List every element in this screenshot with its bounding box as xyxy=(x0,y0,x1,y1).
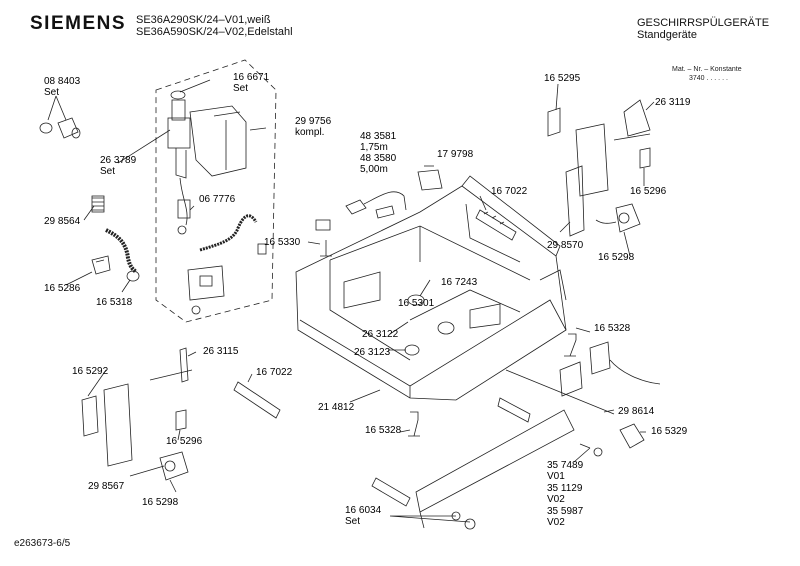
part-088403-note: Set xyxy=(44,87,60,98)
cable-harness-icon xyxy=(505,341,661,415)
base-frame-icon xyxy=(295,175,567,401)
part-165328-lower-label: 16 5328 xyxy=(365,425,402,436)
part-355987-note: V02 xyxy=(547,517,565,528)
part-483581-note: 1,75m xyxy=(360,142,388,153)
part-483581-label: 48 3581 xyxy=(360,131,397,142)
pressure-hose-icon xyxy=(199,214,267,255)
foot-screw-icon xyxy=(564,333,577,357)
guide-rail-icon xyxy=(371,477,411,507)
part-298614-label: 29 8614 xyxy=(618,406,655,417)
part-165318-label: 16 5318 xyxy=(96,297,133,308)
door-lock-icon xyxy=(159,451,189,481)
guide-rail-icon xyxy=(475,209,517,241)
model-line-2: SE36A590SK/24–V02,Edelstahl xyxy=(136,26,293,38)
part-355987-label: 35 5987 xyxy=(547,506,584,517)
door-lock-icon xyxy=(595,203,641,233)
part-165329-label: 16 5329 xyxy=(651,426,688,437)
power-cable-icon xyxy=(345,191,407,219)
part-166671-label: 16 6671 xyxy=(233,72,270,83)
valve-assembly-boundary xyxy=(155,59,277,323)
part-179798-label: 17 9798 xyxy=(437,149,474,160)
part-483580-note: 5,00m xyxy=(360,164,388,175)
part-165328-right-label: 16 5328 xyxy=(594,323,631,334)
part-166034-label: 16 6034 xyxy=(345,505,382,516)
part-483580-label: 48 3580 xyxy=(360,153,397,164)
part-166671-note: Set xyxy=(233,83,249,94)
drawing-id: e263673-6/5 xyxy=(14,538,71,549)
category-line-2: Standgeräte xyxy=(637,29,697,41)
part-166034-note: Set xyxy=(345,516,361,527)
mat-nr-value: 3740 . . . . . . xyxy=(689,75,728,82)
part-165298-top-label: 16 5298 xyxy=(598,252,635,263)
part-357489-note: V01 xyxy=(547,471,565,482)
part-263123-label: 26 3123 xyxy=(354,347,391,358)
part-165301-label: 16 5301 xyxy=(398,298,435,309)
part-263119-label: 26 3119 xyxy=(655,97,691,108)
part-298570-label: 29 8570 xyxy=(547,240,584,251)
cap-icon xyxy=(619,423,645,449)
side-bracket-icon xyxy=(547,99,651,237)
foot-screw-icon xyxy=(315,219,332,257)
part-165292-label: 16 5292 xyxy=(72,366,109,377)
plinth-panel-icon xyxy=(415,397,575,529)
screw-icon xyxy=(579,443,591,449)
part-263115-label: 26 3115 xyxy=(203,346,239,357)
drain-hose-icon xyxy=(105,228,140,282)
left-bracket-icon xyxy=(81,347,193,467)
interference-filter-icon xyxy=(417,165,443,191)
part-165286-label: 16 5286 xyxy=(44,283,81,294)
part-167243-label: 16 7243 xyxy=(441,277,478,288)
part-357489-label: 35 7489 xyxy=(547,460,584,471)
part-167022-lower-label: 16 7022 xyxy=(256,367,293,378)
category-line-1: GESCHIRRSPÜLGERÄTE xyxy=(637,17,770,29)
part-263789-note: Set xyxy=(100,166,116,177)
guide-rail-icon xyxy=(233,381,281,419)
part-299756-label: 29 9756 xyxy=(295,116,332,127)
part-298567-label: 29 8567 xyxy=(88,481,125,492)
part-298564-label: 29 8564 xyxy=(44,216,81,227)
part-351129-label: 35 1129 xyxy=(547,483,583,494)
foot-screw-icon xyxy=(408,411,420,437)
part-165330-label: 16 5330 xyxy=(264,237,301,248)
part-299756-note: kompl. xyxy=(295,127,325,138)
part-263122-label: 26 3122 xyxy=(362,329,399,340)
part-165295-label: 16 5295 xyxy=(544,73,581,84)
part-167022-top-label: 16 7022 xyxy=(491,186,528,197)
mat-nr-header: Mat. – Nr. – Konstante xyxy=(672,66,742,73)
spring-icon xyxy=(91,195,105,213)
part-067776-label: 06 7776 xyxy=(199,194,236,205)
part-165296-lower-label: 16 5296 xyxy=(166,436,203,447)
connector-box-icon xyxy=(187,265,225,315)
part-165296-top-label: 16 5296 xyxy=(630,186,667,197)
part-214812-label: 21 4812 xyxy=(318,402,355,413)
cap-icon xyxy=(464,518,476,530)
part-165298-lower-label: 16 5298 xyxy=(142,497,179,508)
part-263789-label: 26 3789 xyxy=(100,155,137,166)
hose-clamp-icon xyxy=(39,117,81,139)
inlet-valve-icon xyxy=(167,90,247,235)
part-351129-note: V02 xyxy=(547,494,565,505)
brand-logo: SIEMENS xyxy=(30,13,127,34)
bracket-icon xyxy=(91,255,111,275)
cap-icon xyxy=(593,447,603,457)
model-line-1: SE36A290SK/24–V01,weiß xyxy=(136,14,271,26)
part-088403-label: 08 8403 xyxy=(44,76,81,87)
